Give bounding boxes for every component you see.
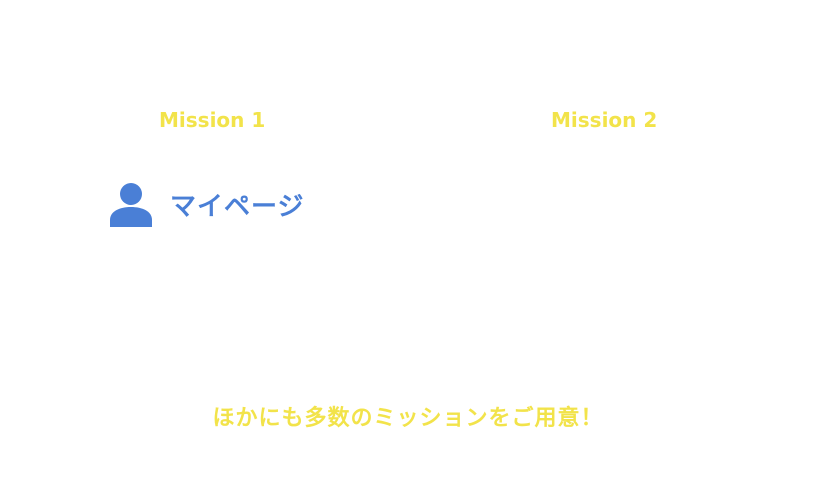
- mission-1-label: Mission 1: [159, 108, 266, 132]
- more-missions-note: ほかにも多数のミッションをご用意！: [212, 406, 604, 431]
- mypage-label: マイページ: [170, 191, 305, 222]
- user-icon: [110, 183, 152, 227]
- mypage-link[interactable]: マイページ: [108, 181, 304, 227]
- mission-2-label: Mission 2: [551, 108, 658, 132]
